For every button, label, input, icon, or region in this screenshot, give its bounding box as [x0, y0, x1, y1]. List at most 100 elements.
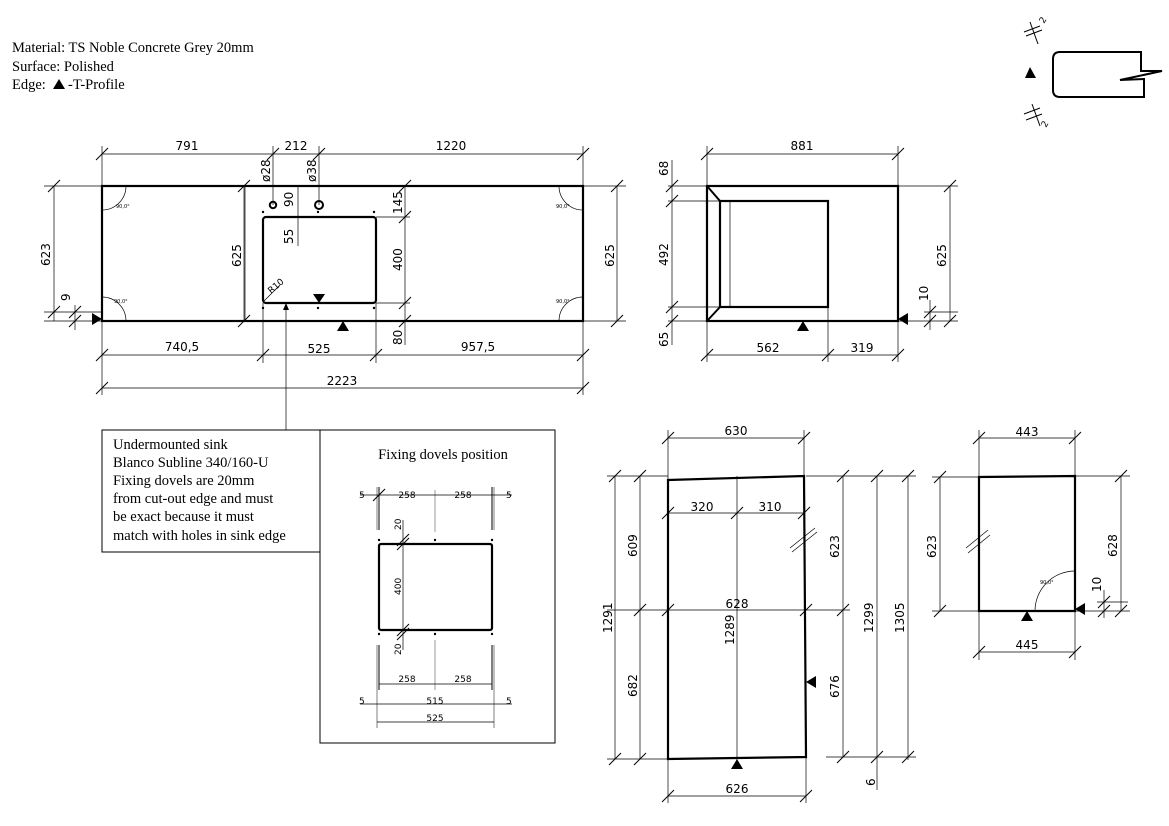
tall-inner-310: 310 [759, 500, 782, 514]
profile-top-dim: 2 [1038, 16, 1050, 26]
worktop-front-edge-icon [337, 321, 349, 331]
tall-right-676: 676 [828, 675, 842, 698]
angle-label-tl: 90,0° [116, 204, 130, 210]
left-small-9: 9 [59, 293, 73, 301]
note-line-2: Blanco Subline 340/160-U [113, 455, 269, 471]
small-right-10: 10 [1090, 577, 1104, 592]
hole-28-label: ø28 [259, 159, 273, 182]
edge-triangle-icon [53, 79, 65, 89]
fixing-cutout [377, 542, 494, 632]
main-worktop-view: 90,0° 90,0° 90,0° 90,0° R10 791 212 1220… [39, 139, 626, 430]
tall-small-6: 6 [864, 778, 878, 786]
side-width-881: 881 [791, 139, 814, 153]
note-line-3: Fixing dovels are 20mm [113, 473, 255, 489]
fix-offset-bottom-20: 20 [394, 643, 404, 655]
small-panel-outline [977, 474, 1077, 613]
side-cutout [718, 199, 830, 309]
side-bottom-65: 65 [657, 332, 671, 347]
tall-panel-bottom-edge-icon [731, 759, 743, 769]
left-height-623: 623 [39, 243, 53, 266]
fix-top-5-left: 5 [359, 491, 365, 501]
tall-mid-628: 628 [726, 597, 749, 611]
fixing-box [319, 429, 556, 744]
fix-top-5-right: 5 [506, 491, 512, 501]
sink-bottom-80: 80 [391, 330, 405, 345]
material-header: Material: TS Noble Concrete Grey 20mm Su… [12, 40, 254, 93]
tall-upper-609: 609 [626, 534, 640, 557]
small-width-bottom-445: 445 [1016, 638, 1039, 652]
side-front-edge-icon [797, 321, 809, 331]
fix-top-258-left: 258 [398, 491, 415, 501]
side-right-10: 10 [917, 286, 931, 301]
small-left-623: 623 [925, 535, 939, 558]
tall-left-1291: 1291 [601, 602, 615, 633]
side-worktop-outline [705, 184, 900, 323]
profile-edge-marker-icon [1025, 67, 1036, 78]
tall-width-bottom-626: 626 [726, 782, 749, 796]
worktop-left-edge-icon [92, 313, 102, 325]
fix-bottom-258-left: 258 [398, 675, 415, 685]
inner-height-625: 625 [230, 244, 244, 267]
tall-total-1299: 1299 [862, 602, 876, 633]
edge-line-prefix: Edge: [12, 77, 46, 93]
side-bottom-562: 562 [757, 341, 780, 355]
side-worktop-view: 881 68 492 65 625 10 562 319 [657, 139, 958, 362]
side-top-68: 68 [657, 161, 671, 176]
note-line-4: from cut-out edge and must [113, 491, 273, 507]
small-panel-view: 90,0° 443 623 628 10 445 [925, 425, 1130, 660]
top-dim-791: 791 [176, 139, 199, 153]
hole-offset-90: 90 [282, 192, 296, 207]
fix-height-400: 400 [394, 578, 404, 595]
small-panel-right-edge-icon [1075, 603, 1085, 615]
total-length-2223: 2223 [327, 374, 358, 388]
tall-panel-view: 630 320 310 628 1289 1291 609 682 [601, 424, 916, 803]
sink-top-145: 145 [391, 191, 405, 214]
tall-total-1305: 1305 [893, 602, 907, 633]
side-right-edge-icon [898, 313, 908, 325]
top-dim-212: 212 [285, 139, 308, 153]
tall-panel-right-edge-icon [806, 676, 816, 688]
main-worktop-outline [100, 184, 585, 323]
small-width-top-443: 443 [1016, 425, 1039, 439]
angle-label-br: 90,0° [556, 299, 570, 305]
note-line-6: match with holes in sink edge [113, 528, 286, 544]
small-right-628: 628 [1106, 534, 1120, 557]
angle-label-tr: 90,0° [556, 204, 570, 210]
sink-cutout [261, 215, 378, 305]
tall-center-1289: 1289 [723, 614, 737, 645]
fix-total-525: 525 [426, 714, 443, 724]
fix-edge-515: 515 [426, 697, 443, 707]
tall-lower-682: 682 [626, 674, 640, 697]
side-bottom-319: 319 [851, 341, 874, 355]
sink-offset-55: 55 [282, 229, 296, 244]
bottom-dim-740-5: 740,5 [165, 340, 199, 354]
right-height-625: 625 [603, 244, 617, 267]
bottom-dim-525: 525 [308, 342, 331, 356]
tall-inner-320: 320 [691, 500, 714, 514]
fixing-dovels-detail: Fixing dovels position 5 258 258 5 20 [319, 429, 556, 744]
fix-offset-top-20: 20 [394, 518, 404, 530]
bottom-dim-957-5: 957,5 [461, 340, 495, 354]
edge-profile-detail: 2 2 [1023, 16, 1163, 130]
side-middle-492: 492 [657, 243, 671, 266]
angle-label-bl: 90,0° [114, 299, 128, 305]
note-line-5: be exact because it must [113, 509, 254, 525]
small-panel-bottom-edge-icon [1021, 611, 1033, 621]
edge-line-suffix: -T-Profile [68, 77, 125, 93]
note-line-1: Undermounted sink [113, 437, 229, 453]
sink-radius-label: R10 [267, 277, 287, 296]
small-angle-label: 90,0° [1040, 580, 1054, 586]
tall-right-623: 623 [828, 535, 842, 558]
profile-bottom-dim: 2 [1040, 120, 1052, 130]
fix-edge-5-left: 5 [359, 697, 365, 707]
profile-outline [1052, 51, 1163, 98]
fix-bottom-258-right: 258 [454, 675, 471, 685]
material-line: Material: TS Noble Concrete Grey 20mm [12, 40, 254, 56]
hole-38-label: ø38 [305, 159, 319, 182]
tall-width-top-630: 630 [725, 424, 748, 438]
fixing-title: Fixing dovels position [378, 447, 508, 463]
fix-edge-5-right: 5 [506, 697, 512, 707]
sink-height-400: 400 [391, 248, 405, 271]
fix-top-258-right: 258 [454, 491, 471, 501]
